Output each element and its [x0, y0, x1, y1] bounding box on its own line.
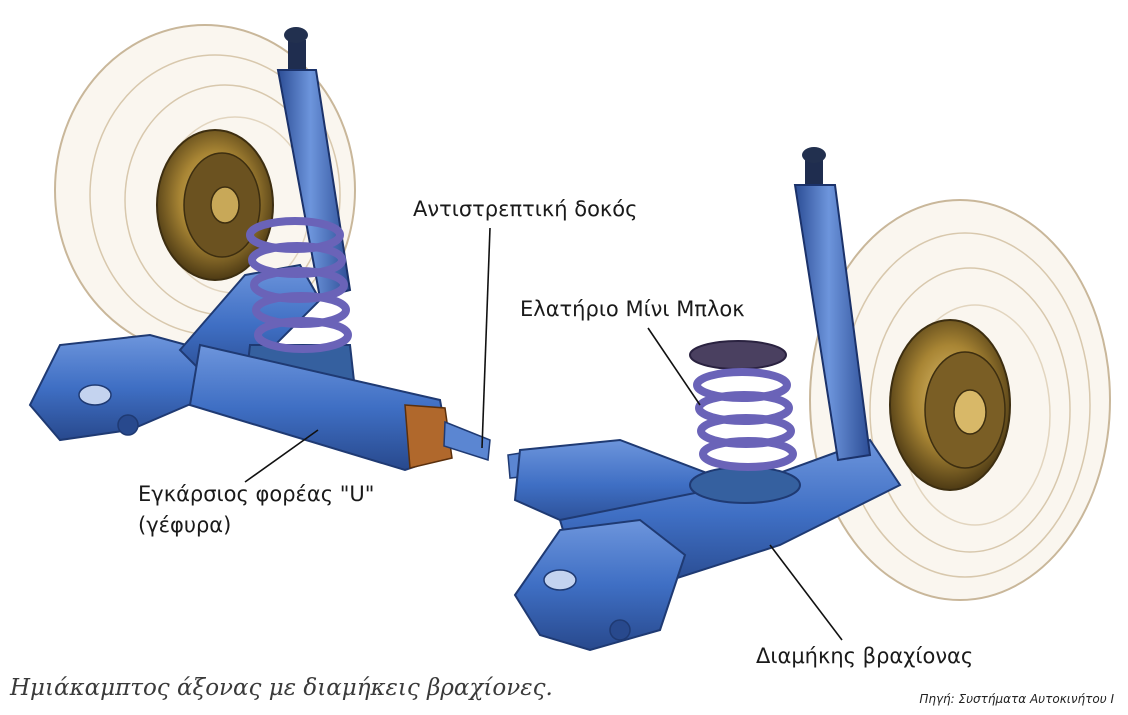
label-anti-roll-bar: Αντιστρεπτική δοκός [413, 197, 638, 221]
left-coil-spring [246, 217, 352, 353]
right-shock-absorber [793, 147, 872, 462]
label-cross-member: Εγκάρσιος φορέας "U" [138, 482, 375, 506]
leader-cross-member [244, 429, 319, 483]
left-brake-drum [156, 129, 274, 281]
leader-spring [647, 327, 701, 406]
left-axle-half [28, 263, 491, 472]
label-cross-member-sub: (γέφυρα) [138, 513, 232, 537]
leader-trailing-arm [769, 544, 843, 641]
right-axle-half [507, 438, 902, 652]
leader-anti-roll-bar [481, 227, 491, 449]
label-spring: Ελατήριο Μίνι Μπλοκ [520, 297, 745, 321]
callout-lines [244, 227, 843, 641]
label-trailing-arm: Διαμήκης βραχίονας [756, 644, 974, 668]
right-brake-drum [889, 319, 1011, 491]
figure-caption: Ημιάκαμπτος άξονας με διαμήκεις βραχίονε… [10, 675, 553, 701]
source-credit: Πηγή: Συστήματα Αυτοκινήτου Ι [919, 692, 1114, 706]
right-coil-spring [689, 340, 797, 471]
